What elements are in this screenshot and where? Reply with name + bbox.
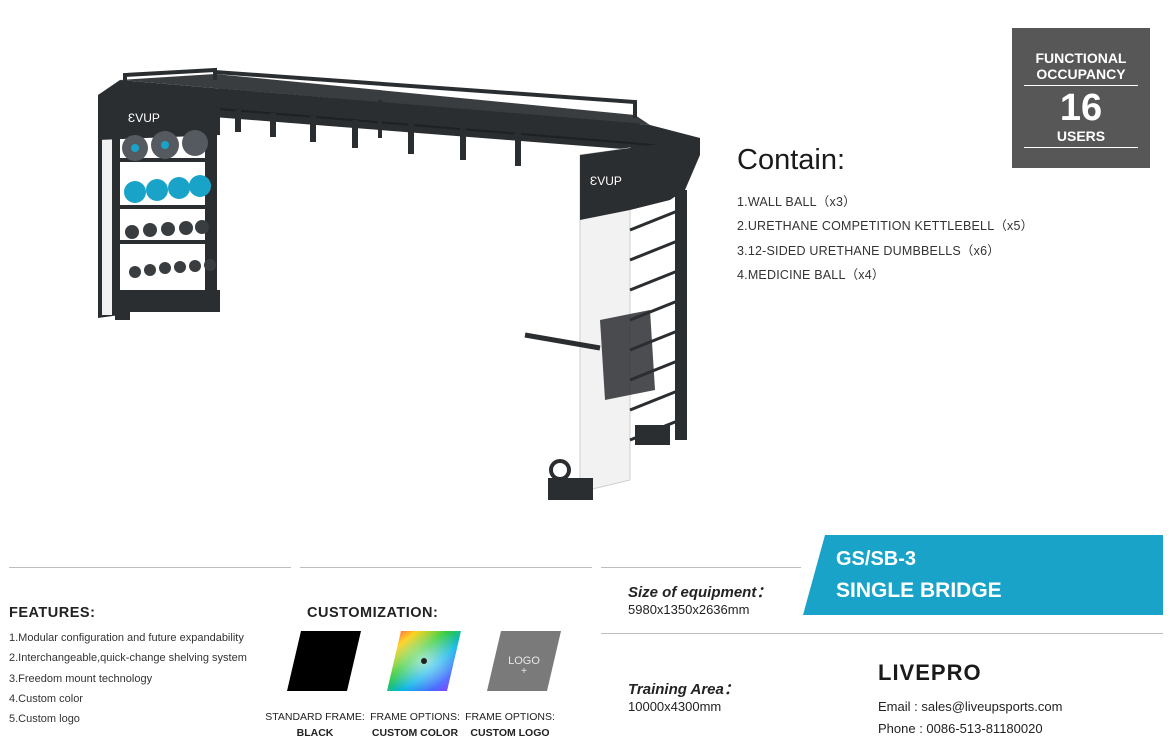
- logo-swatch-text: LOGO: [508, 655, 540, 667]
- contain-list: 1.WALL BALL（x3） 2.URETHANE COMPETITION K…: [737, 190, 1033, 287]
- contain-item: 2.URETHANE COMPETITION KETTLEBELL（x5）: [737, 219, 1034, 234]
- contain-item: 1.WALL BALL（x3）: [737, 195, 856, 209]
- divider: [1024, 85, 1138, 86]
- divider: [601, 567, 801, 568]
- contain-title: Contain:: [737, 144, 846, 176]
- model-name: SINGLE BRIDGE: [836, 579, 1002, 602]
- brand-logo: LIVEPRO: [878, 660, 982, 685]
- model-banner: [803, 535, 1163, 615]
- divider: [300, 567, 592, 568]
- swatch-custom-logo: LOGO +: [487, 631, 561, 691]
- plus-icon: +: [521, 666, 527, 677]
- product-image: ԐVUP: [98, 67, 700, 500]
- feature-item: 4.Custom color: [9, 692, 83, 705]
- training-area-value: 10000x4300mm: [628, 699, 722, 714]
- feature-item: 2.Interchangeable,quick-change shelving …: [9, 652, 247, 665]
- left-storage-tower: ԐVUP: [98, 90, 220, 320]
- size-label: Size of equipment：: [628, 584, 772, 601]
- divider: [1024, 147, 1138, 148]
- option-label-custom-logo: FRAME OPTIONS: CUSTOM LOGO: [455, 709, 565, 741]
- feature-item: 5.Custom logo: [9, 713, 80, 726]
- model-code: GS/SB-3: [836, 548, 917, 570]
- occupancy-label-line2: OCCUPANCY: [1036, 66, 1126, 82]
- features-list: 1.Modular configuration and future expan…: [9, 628, 247, 729]
- feature-item: 1.Modular configuration and future expan…: [9, 632, 244, 644]
- training-area-label: Training Area：: [628, 681, 739, 698]
- swatch-black: [287, 631, 361, 691]
- option-label-line2: BLACK: [296, 727, 334, 739]
- right-upright-wall-bars: ԐVUP: [524, 138, 700, 500]
- features-title: FEATURES:: [9, 605, 96, 621]
- occupancy-label-line1: FUNCTIONAL: [1035, 50, 1127, 66]
- size-value: 5980x1350x2636mm: [628, 602, 750, 617]
- divider: [9, 567, 291, 568]
- option-label-line1: STANDARD FRAME:: [265, 711, 365, 723]
- divider: [601, 633, 1163, 634]
- option-label-line1: FRAME OPTIONS:: [465, 711, 555, 723]
- option-label-line1: FRAME OPTIONS:: [370, 711, 460, 723]
- option-label-custom-color: FRAME OPTIONS: CUSTOM COLOR: [360, 709, 470, 741]
- contain-item: 4.MEDICINE BALL（x4）: [737, 267, 885, 282]
- swatch-custom-color: [387, 631, 461, 691]
- frame-logo-text: ԐVUP: [590, 174, 622, 188]
- customization-title: CUSTOMIZATION:: [307, 605, 439, 621]
- option-label-line2: CUSTOM COLOR: [371, 727, 459, 739]
- option-label-line2: CUSTOM LOGO: [470, 727, 550, 739]
- occupancy-users-label: USERS: [1056, 128, 1106, 144]
- feature-item: 3.Freedom mount technology: [9, 672, 153, 685]
- occupancy-number: 16: [1059, 87, 1103, 129]
- contact-phone: Phone : 0086-513-81180020: [878, 721, 1043, 736]
- option-label-standard: STANDARD FRAME: BLACK: [260, 709, 370, 741]
- frame-logo-text: ԐVUP: [128, 111, 160, 125]
- occupancy-badge: FUNCTIONAL OCCUPANCY 16 USERS: [1012, 28, 1150, 168]
- contain-item: 3.12-SIDED URETHANE DUMBBELLS（x6）: [737, 243, 1000, 258]
- contact-email: Email : sales@liveupsports.com: [878, 699, 1063, 714]
